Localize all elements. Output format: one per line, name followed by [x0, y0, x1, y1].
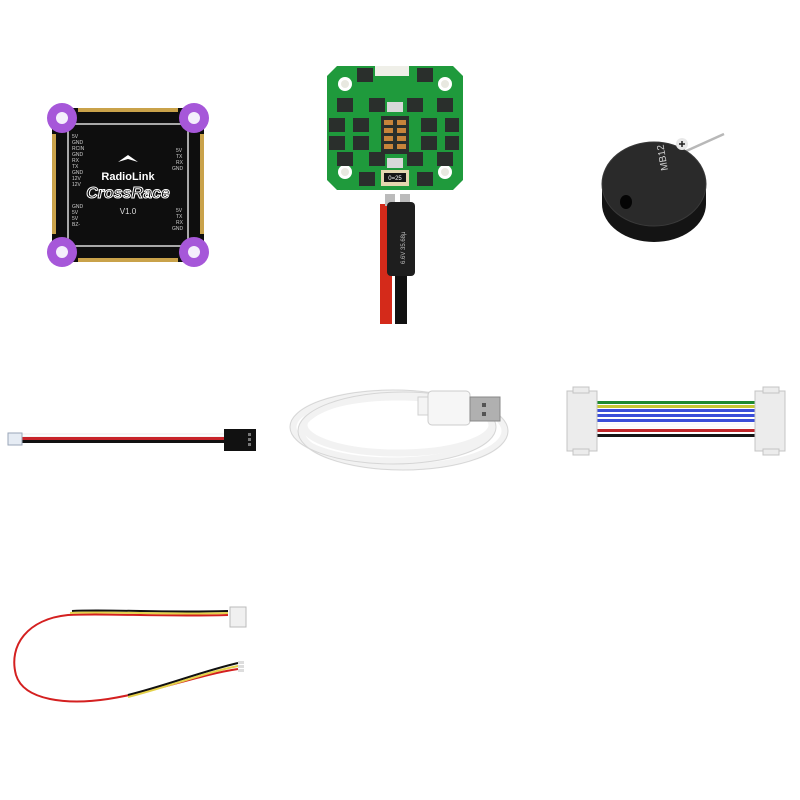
svg-text:BZ-: BZ- [72, 222, 80, 228]
svg-text:TX: TX [176, 154, 183, 160]
power-distribution-board: 0=25 6.6V 35.68μ [325, 64, 465, 324]
resistor-label: 0=25 [388, 176, 402, 182]
servo-cable [4, 428, 256, 452]
svg-text:GND: GND [172, 166, 184, 172]
svg-text:12V: 12V [72, 176, 82, 182]
sensor-cable-image [13, 606, 247, 703]
svg-text:GND: GND [172, 226, 184, 232]
sensor-cable [8, 605, 253, 705]
svg-text:GND: GND [72, 204, 84, 210]
servo-cable-image [7, 429, 256, 451]
version-label: V1.0 [120, 207, 137, 216]
svg-text:TX: TX [176, 214, 183, 220]
ribbon-cable [565, 385, 787, 460]
svg-text:RX: RX [72, 158, 80, 164]
buzzer-label: MB12 [656, 143, 671, 171]
svg-text:GND: GND [72, 152, 84, 158]
flight-controller-board: RadioLink CrossRace V1.0 5V GND RCIN GND… [44, 100, 212, 270]
svg-text:5V: 5V [176, 148, 183, 154]
usb-cable-image [289, 389, 509, 471]
svg-text:RX: RX [176, 220, 184, 226]
usb-cable [288, 375, 513, 473]
svg-text:5V: 5V [176, 208, 183, 214]
brand-label: RadioLink [101, 171, 155, 183]
svg-text:RX: RX [176, 160, 184, 166]
svg-text:RCIN: RCIN [72, 146, 85, 152]
svg-text:TX: TX [72, 164, 79, 170]
flight-controller-image: RadioLink CrossRace V1.0 5V GND RCIN GND… [47, 103, 209, 267]
ribbon-cable-image [566, 386, 786, 456]
svg-text:GND: GND [72, 170, 84, 176]
capacitor-label: 6.6V 35.68μ [401, 231, 407, 264]
buzzer-image: MB12 [601, 132, 725, 242]
buzzer: MB12 [596, 128, 731, 246]
svg-text:GND: GND [72, 140, 84, 146]
svg-text:5V: 5V [72, 134, 79, 140]
model-label: CrossRace [86, 185, 170, 202]
pdb-image: 0=25 6.6V 35.68μ [327, 66, 463, 324]
svg-text:5V: 5V [72, 210, 79, 216]
svg-text:12V: 12V [72, 182, 82, 188]
svg-text:5V: 5V [72, 216, 79, 222]
